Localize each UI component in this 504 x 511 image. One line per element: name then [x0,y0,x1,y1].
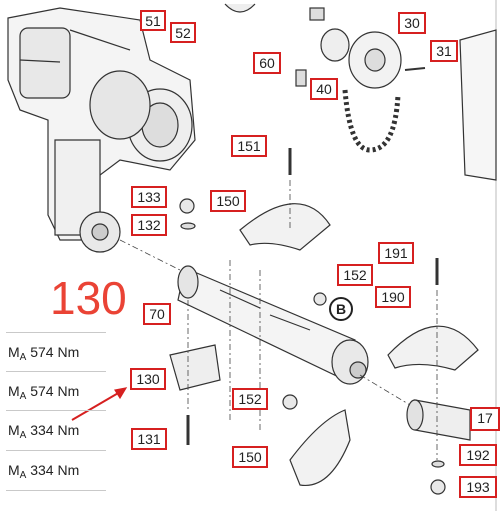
cover-150-lower [289,409,351,487]
torque-value: 574 Nm [30,383,80,399]
callout-133: 133 [131,186,167,208]
bracket-130 [169,344,221,391]
part-17-cylinder [406,399,471,441]
callout-17: 17 [470,407,500,431]
torque-subscript: A [19,391,27,402]
torque-row: MA 334 Nm [8,451,108,489]
torque-symbol: M [8,422,20,438]
torque-value: 334 Nm [30,422,80,438]
callout-60: 60 [253,52,281,74]
torque-symbol: M [8,462,20,478]
callout-130: 130 [130,368,166,390]
red-arrow [71,387,128,421]
torque-symbol: M [8,344,20,360]
callout-70: 70 [143,303,171,325]
gearbox-assembly [7,7,196,253]
torque-separator [6,450,106,451]
callout-193: 193 [459,476,497,498]
torque-separator [6,371,106,372]
callout-52: 52 [170,22,196,43]
callout-40: 40 [310,78,338,100]
callout-132: 132 [131,214,167,236]
callout-152-upper: 152 [337,264,373,286]
torque-separator [6,332,106,333]
torque-row: MA 574 Nm [8,372,108,410]
torque-subscript: A [19,352,27,363]
guide-lines [119,180,438,460]
sprocket-chain [224,3,426,153]
callout-30: 30 [398,12,426,34]
torque-value: 574 Nm [30,344,80,360]
torque-symbol: M [8,383,20,399]
shaft [177,265,369,385]
callout-150-upper: 150 [210,190,246,212]
callout-51: 51 [140,10,166,31]
callout-191: 191 [378,242,414,264]
torque-value: 334 Nm [30,462,80,478]
cover-190 [387,325,479,371]
torque-row: MA 574 Nm [8,333,108,371]
reference-circle-b: B [329,297,353,321]
cover-150-upper [239,203,331,251]
callout-192: 192 [459,444,497,466]
large-callout-130: 130 [50,272,127,324]
callout-151: 151 [231,135,267,157]
torque-separator [6,490,106,491]
callout-31: 31 [430,40,458,62]
callout-190: 190 [375,286,411,308]
torque-row: MA 334 Nm [8,411,108,449]
torque-subscript: A [19,470,27,481]
callout-131: 131 [131,428,167,450]
callout-150-lower: 150 [232,446,268,468]
torque-separator [6,410,106,411]
torque-subscript: A [19,430,27,441]
callout-152-lower: 152 [232,388,268,410]
